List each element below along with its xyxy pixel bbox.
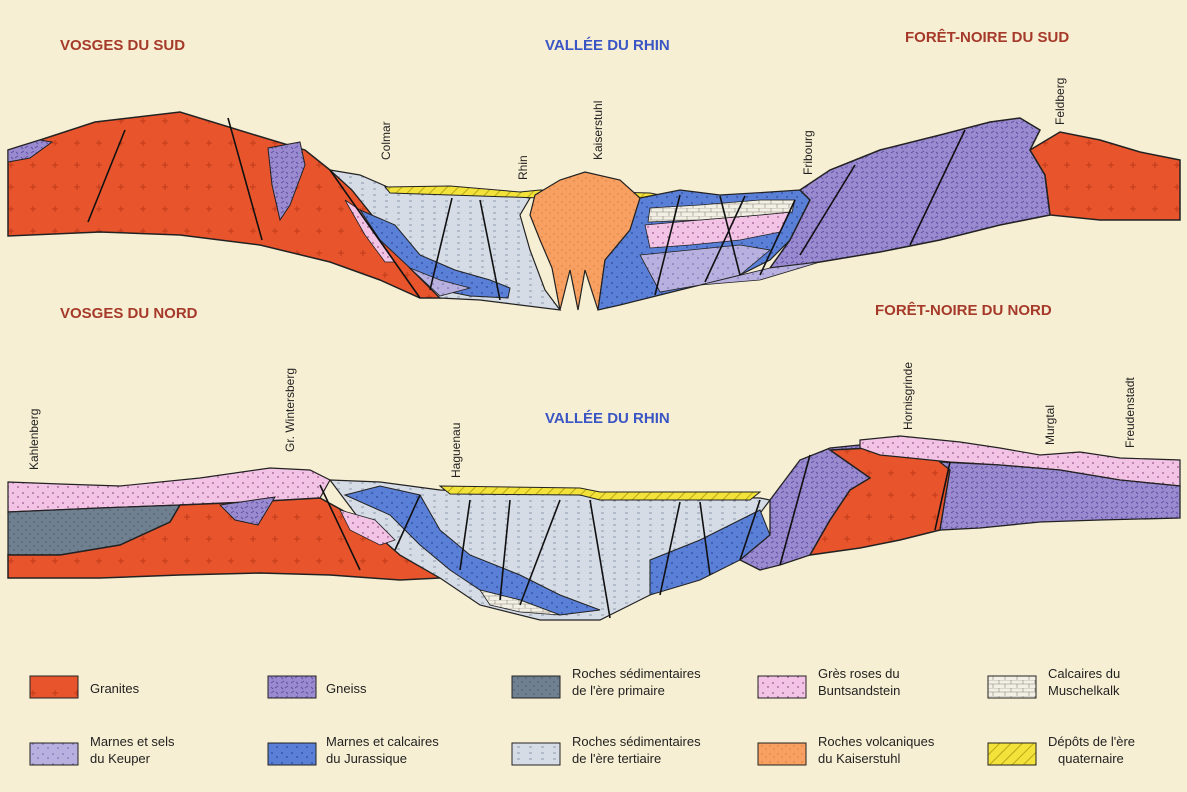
legend-swatch-calcaire xyxy=(988,676,1036,698)
place-kaiserstuhl: Kaiserstuhl xyxy=(591,101,605,160)
legend-label-granites: Granites xyxy=(90,681,140,696)
label-vosges-du-nord: VOSGES DU NORD xyxy=(60,305,198,322)
place-murgtal: Murgtal xyxy=(1043,405,1057,445)
legend-swatch-gres xyxy=(758,676,806,698)
legend-swatch-granites xyxy=(30,676,78,698)
legend-label-volcaniques-1: Roches volcaniques xyxy=(818,734,935,749)
place-colmar: Colmar xyxy=(379,121,393,160)
label-vallee-du-rhin-top: VALLÉE DU RHIN xyxy=(545,37,670,54)
legend-swatch-jurassique xyxy=(268,743,316,765)
place-haguenau: Haguenau xyxy=(449,423,463,478)
legend-label-tertiaire-2: de l'ère tertiaire xyxy=(572,751,661,766)
place-feldberg: Feldberg xyxy=(1053,78,1067,125)
legend-label-calcaires-1: Calcaires du xyxy=(1048,666,1120,681)
legend-label-gres-2: Buntsandstein xyxy=(818,683,900,698)
legend-label-jurassique-2: du Jurassique xyxy=(326,751,407,766)
legend-label-gneiss: Gneiss xyxy=(326,681,367,696)
section-north xyxy=(8,436,1180,620)
place-fribourg: Fribourg xyxy=(801,130,815,175)
legend-swatch-gneiss xyxy=(268,676,316,698)
legend-label-calcaires-2: Muschelkalk xyxy=(1048,683,1120,698)
legend-label-gres-1: Grès roses du xyxy=(818,666,900,681)
legend-label-volcaniques-2: du Kaiserstuhl xyxy=(818,751,900,766)
legend-label-quaternaire-1: Dépôts de l'ère xyxy=(1048,734,1135,749)
legend-label-tertiaire-1: Roches sédimentaires xyxy=(572,734,701,749)
legend-swatch-keuper xyxy=(30,743,78,765)
legend-label-primaire-1: Roches sédimentaires xyxy=(572,666,701,681)
place-kahlenberg: Kahlenberg xyxy=(27,409,41,470)
place-freudenstadt: Freudenstadt xyxy=(1123,377,1137,448)
legend: Granites Gneiss Roches sédimentaires de … xyxy=(30,666,1135,766)
label-foret-noire-du-sud: FORÊT-NOIRE DU SUD xyxy=(905,28,1069,46)
legend-label-jurassique-1: Marnes et calcaires xyxy=(326,734,439,749)
legend-swatch-tertiaire xyxy=(512,743,560,765)
label-foret-noire-du-nord: FORÊT-NOIRE DU NORD xyxy=(875,301,1052,319)
legend-swatch-volcaniques xyxy=(758,743,806,765)
legend-label-quaternaire-2: quaternaire xyxy=(1058,751,1124,766)
place-rhin: Rhin xyxy=(516,155,530,180)
label-vallee-du-rhin-bottom: VALLÉE DU RHIN xyxy=(545,410,670,427)
place-gr-wintersberg: Gr. Wintersberg xyxy=(283,368,297,452)
layer-granite-feldberg xyxy=(1030,132,1180,220)
legend-label-primaire-2: de l'ère primaire xyxy=(572,683,665,698)
legend-label-keuper-2: du Keuper xyxy=(90,751,151,766)
place-hornisgrinde: Hornisgrinde xyxy=(901,362,915,430)
legend-label-keuper-1: Marnes et sels xyxy=(90,734,175,749)
legend-swatch-primaire xyxy=(512,676,560,698)
label-vosges-du-sud: VOSGES DU SUD xyxy=(60,37,185,54)
legend-swatch-quaternaire xyxy=(988,743,1036,765)
